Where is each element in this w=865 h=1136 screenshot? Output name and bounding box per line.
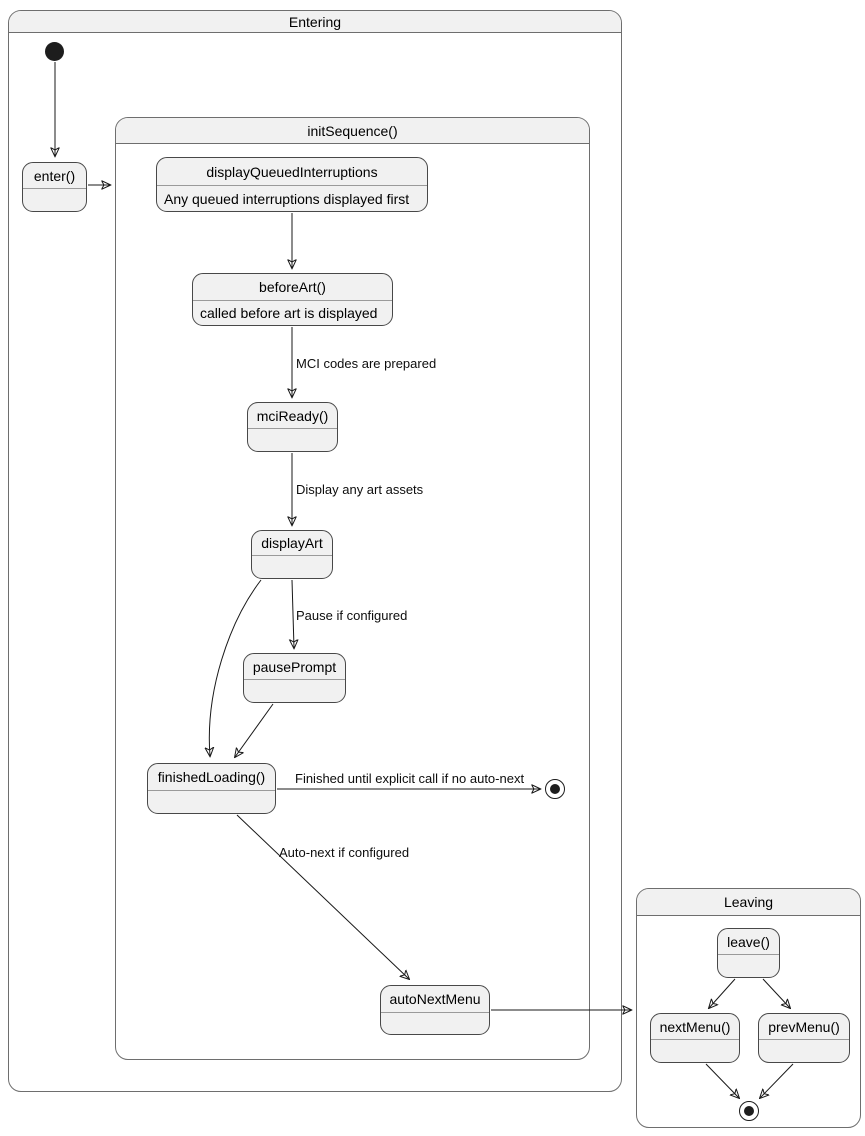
state-auto-next-menu-body (381, 1013, 489, 1034)
final-state-dot (744, 1106, 754, 1116)
state-finished-loading: finishedLoading() (147, 763, 276, 814)
state-enter-title: enter() (23, 163, 86, 189)
state-finished-loading-body (148, 791, 275, 813)
state-pause-prompt-body (244, 680, 345, 702)
state-prev-menu-title: prevMenu() (759, 1014, 849, 1040)
container-leaving: Leaving (636, 888, 861, 1128)
state-display-queued-interruptions-title: displayQueuedInterruptions (157, 158, 427, 186)
state-display-art: displayArt (251, 530, 333, 579)
edge-label-pause: Pause if configured (296, 608, 408, 623)
state-next-menu-body (651, 1040, 739, 1062)
container-leaving-title: Leaving (637, 889, 860, 916)
state-mci-ready-title: mciReady() (248, 403, 337, 429)
state-leave-body (718, 955, 779, 977)
state-before-art: beforeArt() called before art is display… (192, 273, 393, 326)
final-state-icon-entering (545, 779, 565, 799)
state-next-menu: nextMenu() (650, 1013, 740, 1063)
state-enter-body (23, 189, 86, 211)
final-state-dot (550, 784, 560, 794)
state-display-queued-interruptions: displayQueuedInterruptions Any queued in… (156, 157, 428, 212)
container-entering-title: Entering (9, 11, 621, 33)
state-auto-next-menu-title: autoNextMenu (381, 986, 489, 1013)
initial-state-icon (45, 42, 64, 61)
state-display-art-title: displayArt (252, 531, 332, 556)
container-init-sequence: initSequence() (115, 117, 590, 1060)
edge-label-mci-codes: MCI codes are prepared (296, 356, 437, 371)
state-leave-title: leave() (718, 929, 779, 955)
state-next-menu-title: nextMenu() (651, 1014, 739, 1040)
state-pause-prompt: pausePrompt (243, 653, 346, 703)
state-before-art-title: beforeArt() (193, 274, 392, 301)
state-prev-menu: prevMenu() (758, 1013, 850, 1063)
container-init-sequence-title: initSequence() (116, 118, 589, 144)
final-state-icon-leaving (739, 1101, 759, 1121)
state-auto-next-menu: autoNextMenu (380, 985, 490, 1035)
state-leave: leave() (717, 928, 780, 978)
state-mci-ready: mciReady() (247, 402, 338, 452)
state-finished-loading-title: finishedLoading() (148, 764, 275, 791)
edge-label-auto-next: Auto-next if configured (279, 845, 410, 860)
state-prev-menu-body (759, 1040, 849, 1062)
state-display-queued-interruptions-description: Any queued interruptions displayed first (164, 190, 410, 207)
state-mci-ready-body (248, 429, 337, 451)
edge-label-display-assets: Display any art assets (296, 482, 424, 497)
edge-label-finished: Finished until explicit call if no auto-… (295, 771, 525, 786)
state-before-art-description: called before art is displayed (200, 305, 378, 321)
state-pause-prompt-title: pausePrompt (244, 654, 345, 680)
state-enter: enter() (22, 162, 87, 212)
state-display-art-body (252, 556, 332, 578)
